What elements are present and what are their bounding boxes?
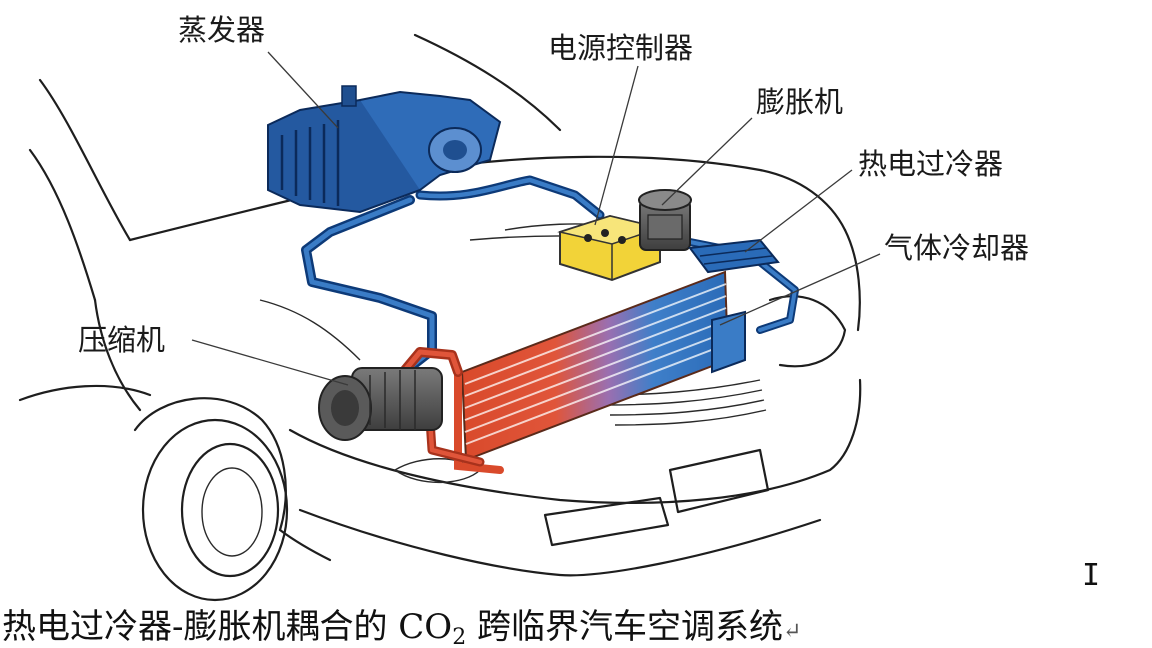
thermoelectric-subcooler-unit: [688, 238, 780, 274]
figure-caption: 热电过冷器-膨胀机耦合的 CO2 跨临界汽车空调系统↵: [2, 607, 801, 648]
text-cursor-mark: I: [1082, 558, 1100, 593]
caption-part-2: 跨临界汽车空调系统: [466, 607, 783, 647]
caption-part-1: 热电过冷器-膨胀机耦合的 CO: [2, 607, 452, 647]
expander-unit: [638, 189, 692, 251]
leader-lines: [191, 51, 881, 386]
label-compressor: 压缩机: [78, 323, 165, 357]
caption-subscript: 2: [452, 625, 466, 648]
label-gas-cooler: 气体冷却器: [884, 231, 1029, 265]
label-thermoelectric-subcooler: 热电过冷器: [858, 147, 1003, 181]
evaporator-unit: [267, 85, 502, 214]
gas-cooler-unit: [454, 270, 746, 474]
caption-paragraph-mark: ↵: [783, 619, 801, 644]
label-power-controller: 电源控制器: [548, 31, 693, 65]
label-expander: 膨胀机: [756, 85, 843, 119]
label-evaporator: 蒸发器: [178, 13, 265, 47]
compressor-unit: [318, 347, 485, 467]
